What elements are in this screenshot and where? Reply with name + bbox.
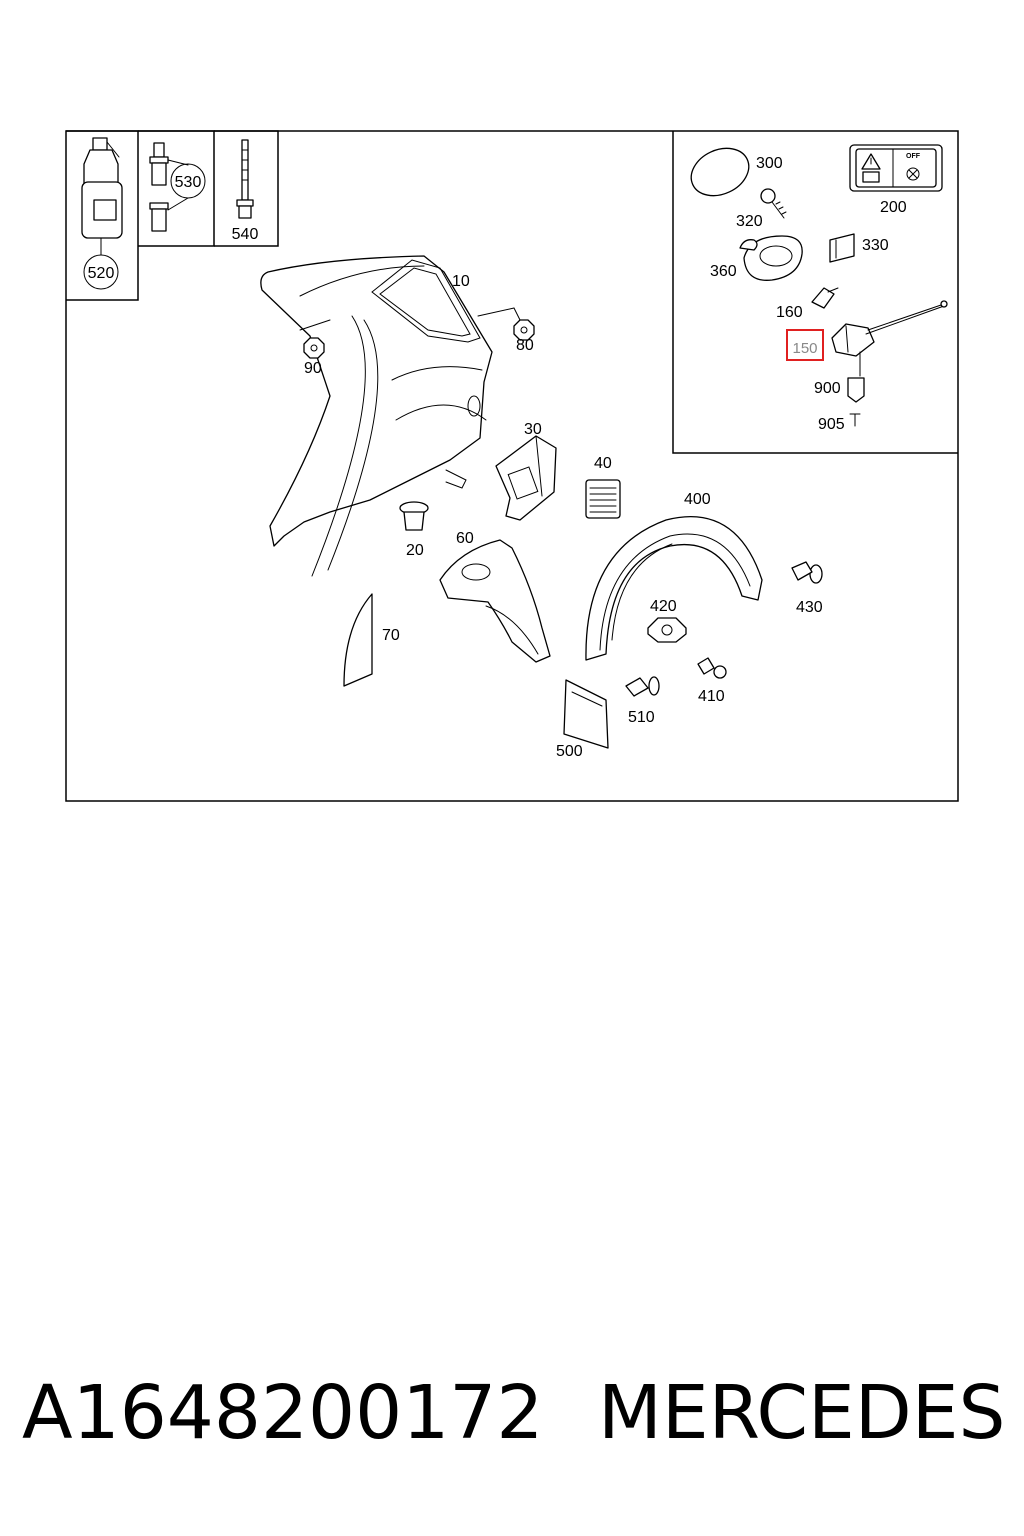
- flap-actuator-icon: [831, 300, 948, 377]
- callout-circle-520: [83, 254, 119, 290]
- spacer-icon: [149, 142, 169, 232]
- reinforcement-bracket-icon: [495, 435, 557, 521]
- fuel-flap-cover-icon: [690, 147, 750, 197]
- callout-150: 150: [792, 340, 817, 357]
- callout-200: 200: [880, 199, 907, 216]
- callout-330: 330: [862, 237, 889, 254]
- callout-540: 540: [232, 226, 259, 243]
- push-clip-icon: [791, 561, 823, 584]
- nut-icon: [513, 307, 535, 341]
- callout-500: 500: [556, 743, 583, 760]
- inset-box-540: 540: [214, 130, 279, 247]
- pin-icon: [849, 413, 861, 427]
- callout-circle-530: [170, 163, 206, 199]
- bracket-icon: [847, 377, 865, 403]
- callout-40: 40: [594, 455, 612, 472]
- callout-410: 410: [698, 688, 725, 705]
- callout-900: 900: [814, 380, 841, 397]
- footer: A1648200172 MERCEDES: [22, 1370, 1012, 1470]
- callout-420: 420: [650, 598, 677, 615]
- expansion-rivet-icon: [625, 676, 660, 697]
- diagram-frame: [65, 130, 959, 802]
- inset-box-520: 520: [66, 130, 139, 301]
- callout-30: 30: [524, 421, 542, 438]
- long-bolt-icon: [236, 139, 254, 219]
- highlight-box-150: [786, 329, 824, 361]
- filler-housing-icon: [739, 235, 803, 281]
- spray-bottle-icon: [81, 137, 123, 256]
- inset-box-530: 530: [138, 130, 215, 247]
- callout-90: 90: [304, 360, 322, 377]
- callout-300: 300: [756, 155, 783, 172]
- callout-70: 70: [382, 627, 400, 644]
- callout-520: 520: [88, 265, 115, 282]
- callout-530: 530: [175, 174, 202, 191]
- part-number: A1648200172: [22, 1370, 544, 1456]
- wheel-liner-icon: [585, 516, 763, 661]
- vent-grille-icon: [585, 479, 621, 519]
- callout-20: 20: [406, 542, 424, 559]
- warning-off-text: OFF: [906, 153, 921, 160]
- callout-400: 400: [684, 491, 711, 508]
- label-plate-icon: [829, 233, 855, 263]
- trim-strip-icon: [343, 593, 373, 687]
- callout-430: 430: [796, 599, 823, 616]
- rubber-plug-icon: [399, 501, 429, 531]
- quarter-panel-icon: [260, 255, 493, 577]
- callout-80: 80: [516, 337, 534, 354]
- mud-flap-icon: [563, 679, 609, 749]
- expansion-rivet-icon: [697, 657, 727, 679]
- clip-icon: [811, 287, 839, 309]
- screw-icon: [760, 188, 787, 219]
- brand-name: MERCEDES: [598, 1370, 1006, 1456]
- flange-nut-icon: [647, 617, 687, 643]
- nut-icon: [303, 337, 325, 359]
- callout-320: 320: [736, 213, 763, 230]
- callout-10: 10: [452, 273, 470, 290]
- callout-360: 360: [710, 263, 737, 280]
- callout-160: 160: [776, 304, 803, 321]
- callout-510: 510: [628, 709, 655, 726]
- inset-box-fuel-flap: 300 320 OFF 200: [672, 131, 958, 454]
- inner-wheel-arch-icon: [439, 539, 551, 663]
- warning-label-icon: OFF: [849, 144, 943, 192]
- callout-60: 60: [456, 530, 474, 547]
- callout-905: 905: [818, 416, 845, 433]
